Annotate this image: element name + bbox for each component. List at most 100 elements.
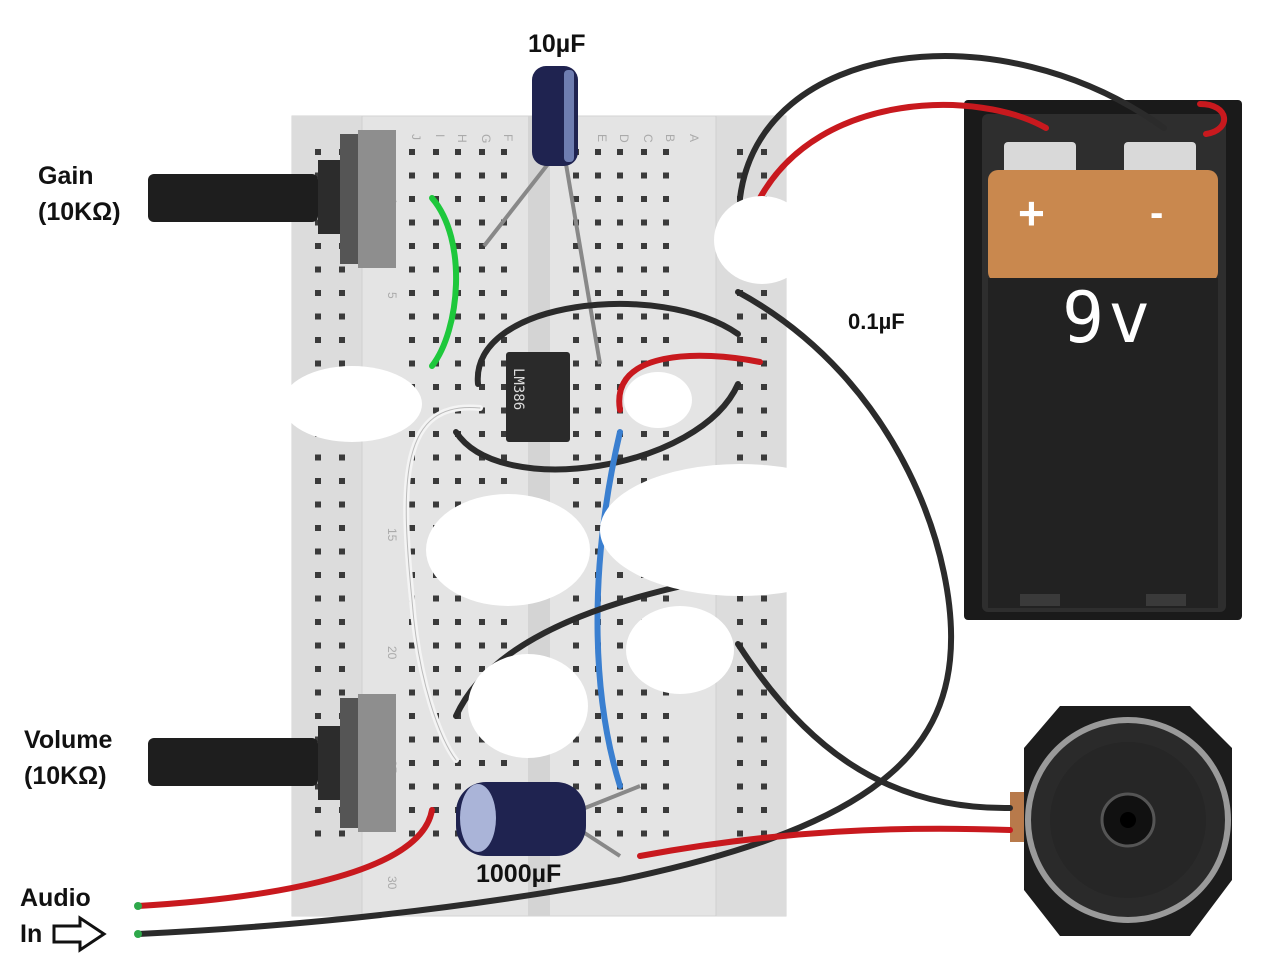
breadboard-hole xyxy=(315,525,321,531)
breadboard-hole xyxy=(617,478,623,484)
breadboard-hole xyxy=(761,360,767,367)
battery-plus-label: + xyxy=(1018,187,1045,239)
breadboard-hole xyxy=(315,666,321,672)
column-letter: H xyxy=(455,134,469,143)
breadboard-hole xyxy=(339,337,345,343)
breadboard-hole xyxy=(617,360,623,367)
breadboard-hole xyxy=(663,243,669,249)
volume-label: Volume xyxy=(24,726,113,754)
breadboard-hole xyxy=(455,783,461,790)
breadboard-hole xyxy=(641,736,647,743)
breadboard-hole xyxy=(663,172,669,179)
breadboard-hole xyxy=(409,478,415,484)
breadboard-hole xyxy=(617,290,623,296)
breadboard-hole xyxy=(641,337,647,343)
breadboard-hole xyxy=(315,807,321,813)
breadboard-hole xyxy=(455,666,461,672)
breadboard-hole xyxy=(455,219,461,226)
breadboard-hole xyxy=(409,736,415,743)
breadboard-hole xyxy=(595,384,601,390)
breadboard-hole xyxy=(315,478,321,484)
breadboard-hole xyxy=(573,407,579,414)
breadboard-hole xyxy=(501,313,507,320)
breadboard-hole xyxy=(339,454,345,461)
row-number: 20 xyxy=(385,646,399,660)
breadboard-hole xyxy=(595,454,601,461)
breadboard-hole xyxy=(433,313,439,320)
breadboard-hole xyxy=(315,689,321,696)
breadboard-hole xyxy=(617,666,623,672)
row-number: 5 xyxy=(385,292,399,299)
battery-holder xyxy=(964,100,1242,620)
breadboard-hole xyxy=(501,290,507,296)
breadboard-hole xyxy=(433,501,439,508)
breadboard-hole xyxy=(501,760,507,766)
lm386-chip xyxy=(506,352,570,442)
breadboard-hole xyxy=(501,384,507,390)
breadboard-hole xyxy=(409,172,415,179)
breadboard-hole xyxy=(409,337,415,343)
breadboard-hole xyxy=(663,713,669,719)
breadboard-hole xyxy=(761,290,767,296)
breadboard-hole xyxy=(573,266,579,273)
breadboard-hole xyxy=(617,830,623,837)
gain-potentiometer xyxy=(148,130,396,268)
column-letter: D xyxy=(617,134,631,143)
breadboard-hole xyxy=(455,337,461,343)
breadboard-hole xyxy=(479,619,485,625)
breadboard-hole xyxy=(479,290,485,296)
breadboard-hole xyxy=(339,525,345,531)
breadboard-hole xyxy=(315,290,321,296)
breadboard-hole xyxy=(641,760,647,766)
breadboard-hole xyxy=(617,642,623,649)
breadboard-hole xyxy=(737,595,743,602)
breadboard-hole xyxy=(315,266,321,273)
breadboard-hole xyxy=(501,337,507,343)
breadboard-hole xyxy=(617,149,623,155)
breadboard-hole xyxy=(573,619,579,625)
audio-tip-dot xyxy=(134,902,142,910)
breadboard-hole xyxy=(617,172,623,179)
breadboard-hole xyxy=(617,219,623,226)
breadboard-hole xyxy=(409,689,415,696)
breadboard-hole xyxy=(641,172,647,179)
breadboard-hole xyxy=(617,595,623,602)
breadboard-hole xyxy=(663,266,669,273)
breadboard-hole xyxy=(641,290,647,296)
breadboard-hole xyxy=(409,713,415,719)
breadboard-hole xyxy=(455,243,461,249)
breadboard-hole xyxy=(761,619,767,625)
breadboard-hole xyxy=(455,595,461,602)
breadboard-hole xyxy=(737,454,743,461)
breadboard-hole xyxy=(595,266,601,273)
breadboard-hole xyxy=(409,525,415,531)
breadboard-hole xyxy=(595,807,601,813)
breadboard-hole xyxy=(641,478,647,484)
breadboard-hole xyxy=(761,783,767,790)
breadboard-hole xyxy=(501,243,507,249)
breadboard-hole xyxy=(595,196,601,202)
row-number: 15 xyxy=(385,528,399,542)
wire-red-battery-pos xyxy=(757,101,1049,201)
breadboard-hole xyxy=(573,196,579,202)
breadboard-hole xyxy=(315,313,321,320)
breadboard-hole xyxy=(641,149,647,155)
breadboard-hole xyxy=(617,689,623,696)
column-letter: B xyxy=(663,134,677,142)
breadboard-hole xyxy=(737,619,743,625)
breadboard-hole xyxy=(501,407,507,414)
breadboard-hole xyxy=(761,830,767,837)
breadboard-hole xyxy=(433,454,439,461)
breadboard-hole xyxy=(479,172,485,179)
breadboard-hole xyxy=(761,454,767,461)
breadboard-hole xyxy=(595,431,601,437)
breadboard-hole xyxy=(641,243,647,249)
breadboard-hole xyxy=(433,478,439,484)
breadboard-hole xyxy=(617,454,623,461)
audio-in-label: In xyxy=(20,920,43,948)
breadboard-hole xyxy=(617,266,623,273)
breadboard-hole xyxy=(737,407,743,414)
wire-blue xyxy=(594,429,623,789)
breadboard-hole xyxy=(595,172,601,179)
wire-green-gain xyxy=(429,195,459,369)
